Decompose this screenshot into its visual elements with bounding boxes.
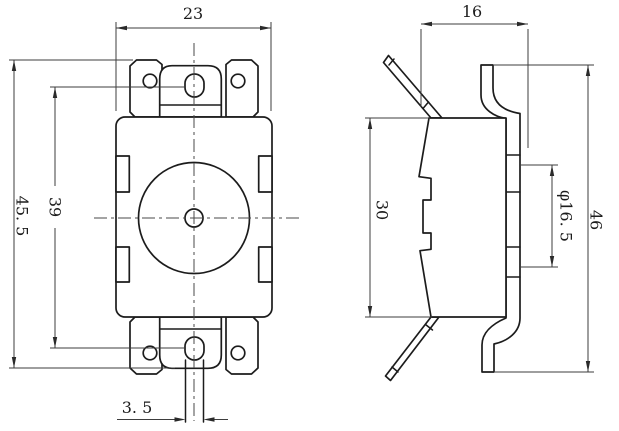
- side-mounting-bracket: [480, 64, 521, 373]
- front-top-right-hole: [230, 73, 246, 89]
- front-notch-left-upper: [115, 155, 131, 193]
- dim-side-overall-height-label: 46: [587, 210, 606, 230]
- side-bottom-blade-tick-base: [424, 323, 434, 331]
- dim-cap-diameter-label: φ16. 5: [557, 190, 576, 242]
- dim-front-overall-height: 45. 5: [9, 59, 175, 369]
- dim-side-depth: 16: [420, 2, 529, 148]
- front-view: [94, 43, 300, 423]
- front-bottom-terminal-assembly: [129, 316, 259, 375]
- front-bottom-right-ear: [225, 316, 259, 375]
- front-notch-right-lower: [257, 246, 273, 283]
- front-bottom-right-hole: [230, 345, 246, 361]
- side-view: [382, 54, 521, 382]
- front-top-left-hole: [142, 73, 158, 89]
- side-body-outline: [418, 117, 507, 318]
- front-top-right-ear: [225, 59, 259, 118]
- dim-front-width: 23: [115, 4, 272, 111]
- dim-side-depth-label: 16: [462, 2, 482, 21]
- side-bottom-terminal-blade: [384, 316, 440, 382]
- side-top-blade-tick-tip: [388, 58, 395, 66]
- front-notch-right-upper: [257, 155, 273, 193]
- dim-terminal-width-label: 3. 5: [122, 398, 153, 417]
- dim-front-slot-span: 39: [46, 86, 185, 349]
- dim-side-body-height: 30: [365, 117, 432, 318]
- front-bottom-left-hole: [142, 345, 158, 361]
- side-bottom-blade-tick-tip: [391, 366, 399, 373]
- dim-side-body-height-label: 30: [373, 200, 392, 220]
- front-notch-left-lower: [115, 246, 131, 283]
- side-top-terminal-blade: [382, 54, 443, 119]
- front-bottom-left-ear: [129, 316, 163, 375]
- dim-front-width-label: 23: [183, 4, 203, 23]
- front-top-left-ear: [129, 59, 163, 118]
- side-top-blade-tick-base: [422, 101, 430, 110]
- dim-cap-diameter: φ16. 5: [520, 164, 576, 268]
- dim-side-overall-height: 46: [494, 64, 606, 373]
- dim-terminal-width: 3. 5: [117, 398, 228, 422]
- front-top-terminal-assembly: [129, 59, 259, 118]
- dim-front-overall-height-label: 45. 5: [13, 196, 32, 237]
- dim-front-slot-span-label: 39: [46, 197, 65, 217]
